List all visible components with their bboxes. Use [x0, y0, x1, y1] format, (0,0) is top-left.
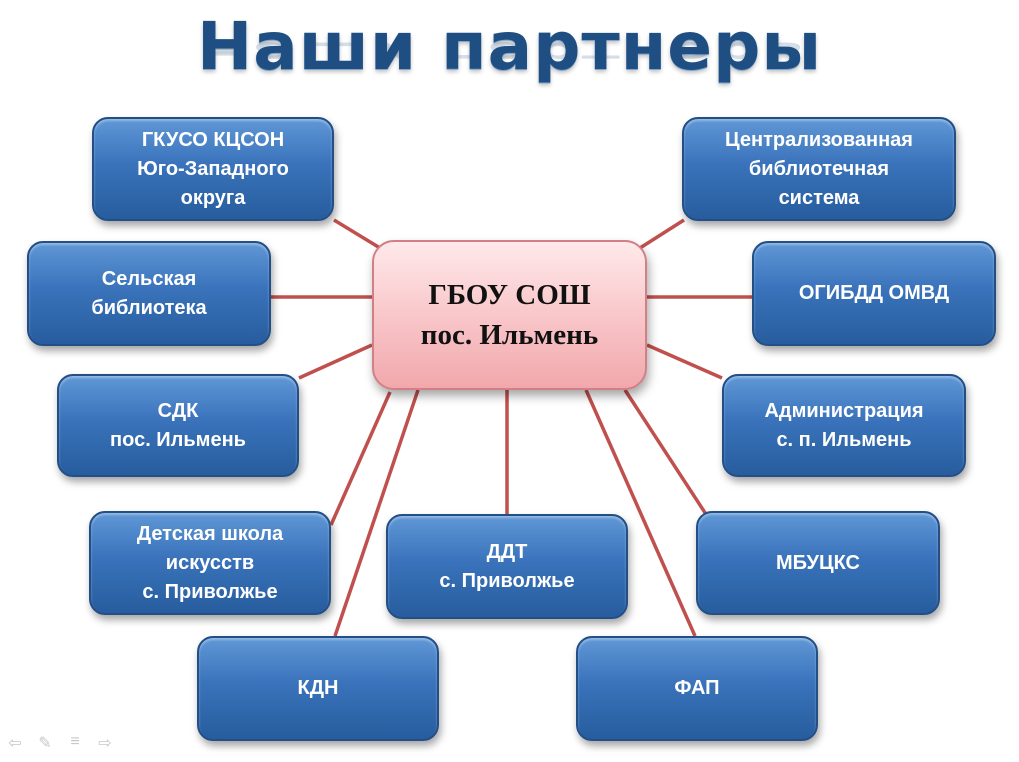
connector-admin [646, 343, 723, 380]
partner-node-sdk: СДК пос. Ильмень [57, 374, 299, 477]
connector-kdn [333, 389, 420, 637]
pen-icon[interactable]: ✎ [38, 735, 52, 752]
partner-node-mbucks: МБУЦКС [696, 511, 940, 615]
arrow-left-icon[interactable]: ⇦ [8, 735, 22, 752]
partner-label-line: искусств [165, 551, 255, 574]
connector-cbs [639, 218, 685, 250]
center-line-2: пос. Ильмень [420, 319, 599, 351]
partner-label-line: библиотека [91, 296, 207, 319]
partner-node-fap: ФАП [576, 636, 818, 741]
partner-label-line: Администрация [764, 399, 924, 422]
partner-label-line: ФАП [674, 677, 720, 699]
partner-label-line: СДК [157, 399, 199, 422]
connector-gkuso [333, 218, 381, 250]
partner-label-line: с. п. Ильмень [776, 428, 912, 451]
partner-label-line: пос. Ильмень [110, 428, 246, 451]
partner-label-line: Централизованная [725, 128, 913, 151]
partner-label-line: система [778, 186, 860, 209]
slide-nav: ⇦ ✎ ≡ ⇨ [6, 733, 114, 753]
partner-node-gkuso: ГКУСО КЦСОН Юго-Западного округа [92, 117, 334, 221]
partner-node-selskaya: Сельская библиотека [27, 241, 271, 346]
arrow-right-icon[interactable]: ⇨ [98, 735, 112, 752]
partner-node-ogibdd: ОГИБДД ОМВД [752, 241, 996, 346]
partner-label-line: Юго-Западного [137, 157, 289, 180]
partner-label-line: с. Приволжье [439, 569, 575, 592]
partner-node-admin: Администрация с. п. Ильмень [722, 374, 966, 477]
menu-icon[interactable]: ≡ [70, 733, 80, 750]
partner-label-line: с. Приволжье [142, 580, 278, 603]
partner-node-kdn: КДН [197, 636, 439, 741]
partner-node-cbs: Централизованная библиотечная система [682, 117, 956, 221]
partner-label-line: КДН [297, 677, 339, 699]
connector-dshi [329, 391, 392, 526]
connector-mbucks [623, 389, 715, 526]
partner-label-line: МБУЦКС [776, 551, 860, 574]
partner-node-dshi: Детская школа искусств с. Приволжье [89, 511, 331, 615]
partner-label-line: ГКУСО КЦСОН [141, 128, 285, 151]
partner-label-line: библиотечная [748, 157, 890, 180]
connector-fap [584, 389, 697, 637]
partner-label-line: Детская школа [136, 522, 284, 545]
partner-label-line: Сельская [101, 267, 197, 290]
partner-label-line: ДДТ [486, 540, 528, 563]
connector-sdk [298, 343, 373, 380]
partner-label-line: ОГИБДД ОМВД [798, 282, 950, 304]
page-title: Наши партнеры [196, 8, 822, 85]
center-line-1: ГБОУ СОШ [428, 279, 591, 311]
center-node: ГБОУ СОШ пос. Ильмень [372, 240, 647, 390]
partner-label-line: округа [180, 186, 246, 209]
partner-node-ddt: ДДТ с. Приволжье [386, 514, 628, 619]
